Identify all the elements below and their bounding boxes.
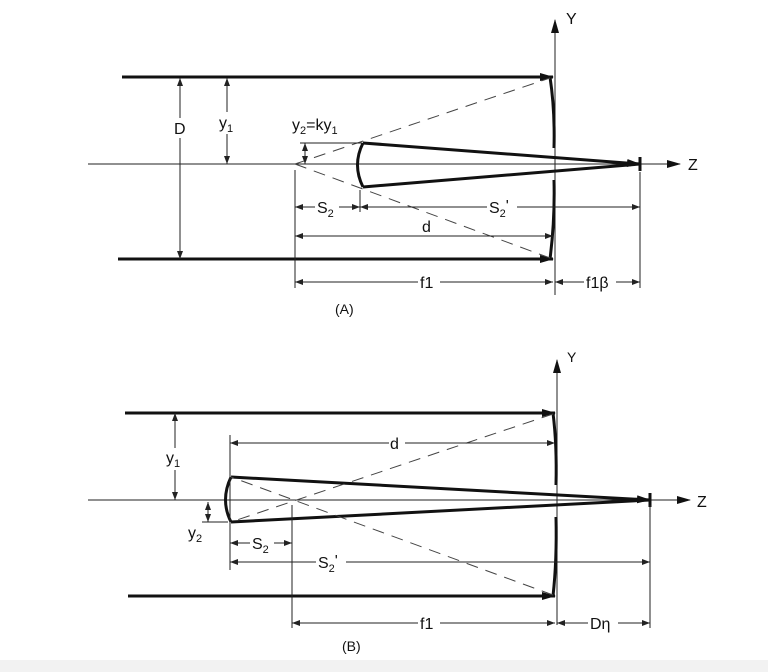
label-d: d [390,436,399,453]
label-Deta: Dη [590,616,610,633]
dashed-ray-bottom [294,163,551,259]
panel-a: Y Z D y1 y2=ky1 S2 S2' d f1 f1β (A) [88,11,698,317]
label-y2-eq: y2=ky1 [292,117,338,137]
reflected-ray-top [362,141,641,168]
label-D: D [174,121,186,138]
secondary-mirror [356,142,365,188]
dashed-ray-top [230,413,554,523]
y-axis-label: Y [566,11,577,28]
caption-b: (B) [342,638,361,654]
label-S2: S2 [252,536,269,556]
secondary-mirror [224,476,233,523]
label-y2: y2 [188,525,202,545]
label-S2-prime: S2' [489,198,509,220]
label-y1: y1 [166,450,180,470]
primary-mirror-bottom [551,516,558,597]
label-f1beta: f1β [586,275,609,292]
z-axis-label: Z [697,494,707,511]
label-S2: S2 [317,200,334,220]
y-axis-label: Y [567,349,577,365]
reflected-ray-bottom [230,498,651,524]
label-S2-prime: S2' [318,553,338,575]
label-d: d [422,219,431,236]
reflected-ray-top [230,475,651,504]
caption-a: (A) [335,301,354,317]
dashed-ray-bottom [230,476,554,596]
panel-b: Y Z d y1 y2 S2 S2' f1 Dη (B) [88,349,707,654]
footer-band [0,660,768,672]
dashed-ray-top [294,77,551,165]
z-axis-label: Z [688,157,698,174]
primary-mirror-bottom [548,179,556,260]
label-f1: f1 [420,616,433,633]
primary-mirror-top [548,76,556,149]
label-f1: f1 [420,275,433,292]
primary-mirror-top [551,412,558,486]
label-y1: y1 [219,115,233,135]
reflected-ray-bottom [362,162,641,189]
